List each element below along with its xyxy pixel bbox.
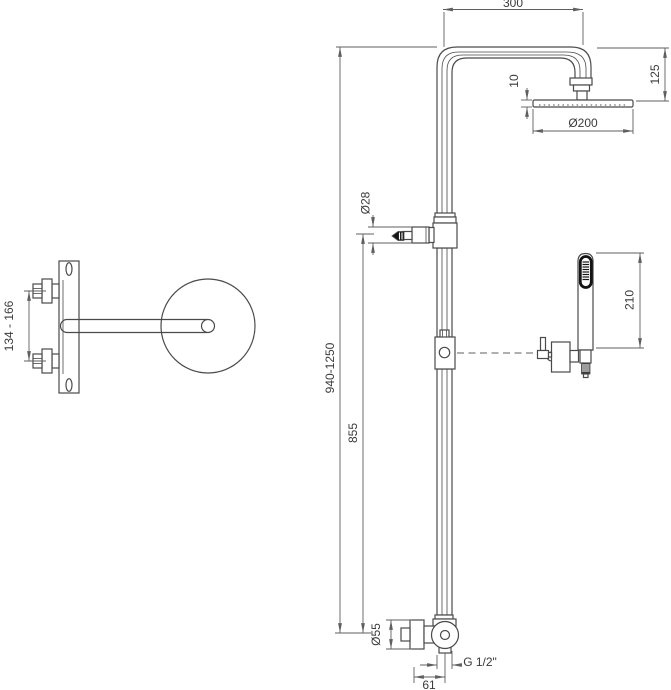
dimension-total-height: 940-1250 bbox=[323, 46, 437, 634]
riser-pipe bbox=[436, 247, 453, 616]
diverter-knob bbox=[411, 226, 430, 244]
dim-label-wall-offset: 61 bbox=[422, 678, 436, 690]
side-view-wall-bracket: 134 - 166 bbox=[2, 260, 256, 394]
mounting-slot-bottom bbox=[65, 378, 73, 392]
rail-slider bbox=[434, 329, 456, 370]
wall-supply-valve bbox=[400, 614, 460, 654]
dim-label-diverter-knob-diameter: Ø28 bbox=[359, 191, 373, 214]
dim-label-handshower-length: 210 bbox=[623, 290, 637, 310]
wall-escutcheon bbox=[409, 619, 425, 650]
dimension-diverter-knob-diameter: Ø28 bbox=[359, 191, 412, 255]
overhead-shower-head bbox=[532, 77, 634, 108]
hose-nut-knurl bbox=[582, 364, 590, 372]
dimension-arm-reach: 300 bbox=[443, 0, 584, 47]
shower-arm-top-view bbox=[59, 318, 216, 334]
front-view-shower-column: 300 125 10 Ø200 Ø28 bbox=[323, 0, 669, 690]
dim-label-rail-length: 855 bbox=[346, 423, 360, 443]
diverter-knob-tip bbox=[391, 231, 405, 241]
dim-label-arm-reach: 300 bbox=[503, 0, 523, 10]
wall-plate bbox=[58, 260, 80, 394]
dimension-head-drop: 125 bbox=[597, 47, 669, 102]
dimension-rail-length: 855 bbox=[346, 233, 374, 633]
dimension-wall-offset: 61 bbox=[413, 653, 446, 690]
dimension-connection-thread: G 1/2" bbox=[420, 651, 497, 669]
spray-face-grille bbox=[582, 261, 589, 281]
dim-label-total-height: 940-1250 bbox=[323, 342, 337, 393]
dimension-head-thickness: 10 bbox=[507, 74, 532, 119]
dim-label-head-diameter: Ø200 bbox=[568, 116, 598, 130]
dimension-escutcheon-diameter: Ø55 bbox=[369, 619, 412, 650]
dimension-handshower-length: 210 bbox=[596, 252, 644, 349]
overhead-shower-top-view bbox=[160, 278, 256, 374]
dimension-inlet-spacing: 134 - 166 bbox=[2, 290, 46, 362]
mounting-slot-top bbox=[65, 262, 73, 276]
dim-label-head-thickness: 10 bbox=[507, 74, 521, 88]
dimension-head-diameter: Ø200 bbox=[532, 109, 634, 134]
dim-label-connection-thread: G 1/2" bbox=[463, 655, 497, 669]
valve-body bbox=[430, 620, 460, 650]
dim-label-inlet-spacing: 134 - 166 bbox=[2, 300, 16, 351]
diverter-valve bbox=[391, 212, 458, 249]
shower-arm-and-riser bbox=[436, 46, 592, 213]
hand-shower bbox=[577, 252, 594, 351]
shower-head-disc bbox=[532, 99, 634, 108]
dim-label-head-drop: 125 bbox=[648, 64, 662, 84]
dim-label-escutcheon-diameter: Ø55 bbox=[369, 623, 383, 646]
holder-lever bbox=[539, 336, 547, 352]
hand-shower-holder bbox=[536, 336, 592, 379]
